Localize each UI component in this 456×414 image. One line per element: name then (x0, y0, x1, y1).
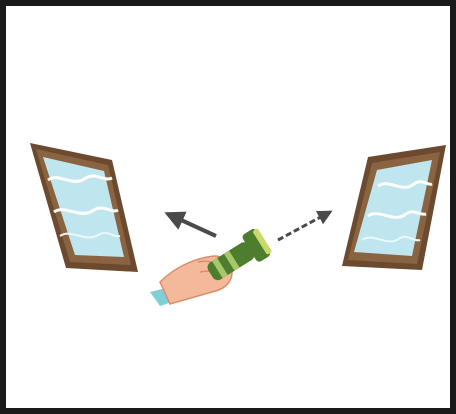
beam-right-arrow (278, 212, 330, 240)
left-mirror-icon (30, 143, 138, 272)
right-mirror-icon (342, 145, 446, 270)
beam-left-arrow (168, 214, 216, 236)
